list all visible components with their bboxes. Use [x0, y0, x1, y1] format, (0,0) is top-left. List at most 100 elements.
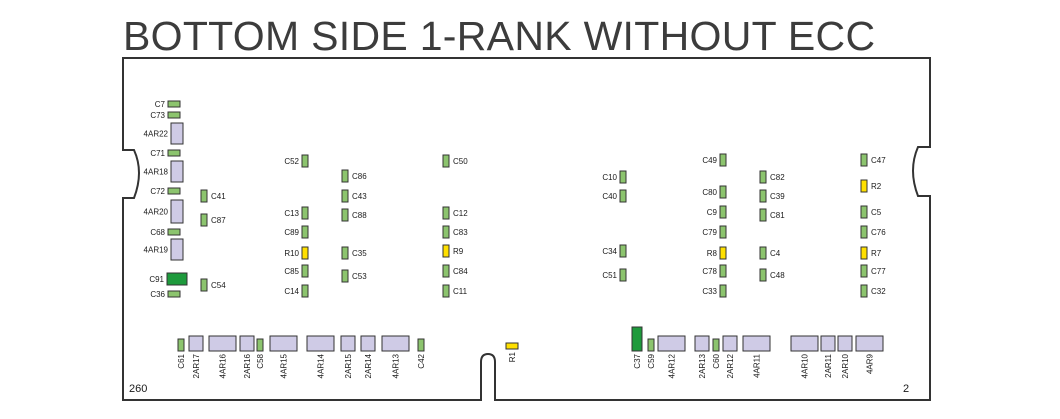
- resistor-body: [860, 179, 868, 193]
- diagram-title: BOTTOM SIDE 1-RANK WITHOUT ECC: [123, 13, 876, 59]
- component-c91: C91: [149, 272, 188, 286]
- component-4ar19: 4AR19: [144, 238, 184, 261]
- capacitor-body: [619, 170, 627, 184]
- component-label: C14: [284, 287, 299, 296]
- capacitor-body: [860, 153, 868, 167]
- component-label: C89: [284, 228, 299, 237]
- component-c54: C54: [200, 278, 226, 292]
- component-c36: C36: [150, 290, 181, 299]
- component-r2: R2: [860, 179, 882, 193]
- component-label: C47: [871, 156, 886, 165]
- resistor-array-body: [208, 335, 237, 352]
- resistor-array-body: [722, 335, 738, 352]
- component-label: C71: [150, 149, 165, 158]
- capacitor-body: [719, 153, 727, 167]
- capacitor-body: [719, 225, 727, 239]
- component-c35: C35: [341, 246, 367, 260]
- capacitor-body: [301, 206, 309, 220]
- component-label: C88: [352, 211, 367, 220]
- capacitor-body: [167, 100, 181, 108]
- capacitor-body: [200, 213, 208, 227]
- component-label: R8: [707, 249, 718, 258]
- component-label: C50: [453, 157, 468, 166]
- resistor-body: [719, 246, 727, 260]
- component-label: C49: [702, 156, 717, 165]
- component-c41: C41: [200, 189, 226, 203]
- component-c5: C5: [860, 205, 882, 219]
- component-c59: C59: [647, 338, 656, 369]
- capacitor-body: [341, 269, 349, 283]
- component-label: 4AR13: [392, 353, 401, 378]
- component-label: 2AR11: [824, 353, 833, 377]
- component-label: C37: [633, 353, 642, 368]
- capacitor-body: [647, 338, 655, 352]
- component-2ar12: 2AR12: [722, 335, 738, 378]
- component-4ar16: 4AR16: [208, 335, 237, 378]
- component-c53: C53: [341, 269, 367, 283]
- component-label: 4AR18: [144, 168, 169, 177]
- component-label: C34: [602, 247, 617, 256]
- capacitor-body: [719, 185, 727, 199]
- resistor-array-body: [742, 335, 771, 352]
- component-label: 4AR20: [144, 208, 169, 217]
- capacitor-body: [860, 225, 868, 239]
- component-c43: C43: [341, 189, 367, 203]
- component-r1: R1: [505, 342, 519, 362]
- component-label: 2AR10: [841, 353, 850, 378]
- component-c32: C32: [860, 284, 886, 298]
- component-label: 2AR14: [364, 353, 373, 378]
- component-4ar22: 4AR22: [144, 122, 184, 145]
- capacitor-body: [167, 228, 181, 236]
- capacitor-body: [631, 326, 643, 352]
- component-c60: C60: [712, 338, 721, 369]
- component-c47: C47: [860, 153, 886, 167]
- capacitor-body: [200, 278, 208, 292]
- component-label: R1: [508, 351, 517, 362]
- component-label: C85: [284, 267, 299, 276]
- component-4ar11: 4AR11: [742, 335, 771, 378]
- pin-label-left: 260: [129, 383, 147, 395]
- capacitor-body: [166, 272, 188, 286]
- component-c89: C89: [284, 225, 309, 239]
- component-4ar10: 4AR10: [790, 335, 819, 378]
- component-c81: C81: [759, 208, 785, 222]
- capacitor-body: [167, 111, 181, 119]
- capacitor-body: [200, 189, 208, 203]
- component-4ar13: 4AR13: [381, 335, 410, 378]
- component-4ar18: 4AR18: [144, 160, 184, 183]
- component-c42: C42: [417, 338, 426, 369]
- pin-label-right: 2: [903, 383, 909, 395]
- component-label: C7: [155, 100, 166, 109]
- component-label: C5: [871, 208, 882, 217]
- capacitor-body: [167, 149, 181, 157]
- component-label: 4AR10: [801, 353, 810, 378]
- capacitor-body: [341, 246, 349, 260]
- component-r10: R10: [284, 246, 309, 260]
- resistor-array-body: [694, 335, 710, 352]
- component-c52: C52: [284, 154, 309, 168]
- resistor-body: [442, 244, 450, 258]
- capacitor-body: [860, 284, 868, 298]
- component-r8: R8: [707, 246, 727, 260]
- capacitor-body: [619, 268, 627, 282]
- component-label: C81: [770, 211, 785, 220]
- component-2ar14: 2AR14: [360, 335, 376, 378]
- component-label: 2AR13: [698, 353, 707, 378]
- component-4ar15: 4AR15: [269, 335, 298, 378]
- component-c88: C88: [341, 208, 367, 222]
- capacitor-body: [719, 205, 727, 219]
- component-label: C79: [702, 228, 717, 237]
- capacitor-body: [719, 264, 727, 278]
- component-label: C10: [602, 173, 617, 182]
- component-c72: C72: [150, 187, 181, 196]
- component-label: C48: [770, 271, 785, 280]
- capacitor-body: [759, 170, 767, 184]
- component-label: C4: [770, 249, 781, 258]
- capacitor-body: [256, 338, 264, 352]
- component-label: C91: [149, 275, 164, 284]
- capacitor-body: [759, 189, 767, 203]
- component-label: C54: [211, 281, 226, 290]
- component-c34: C34: [602, 244, 627, 258]
- component-label: C86: [352, 172, 367, 181]
